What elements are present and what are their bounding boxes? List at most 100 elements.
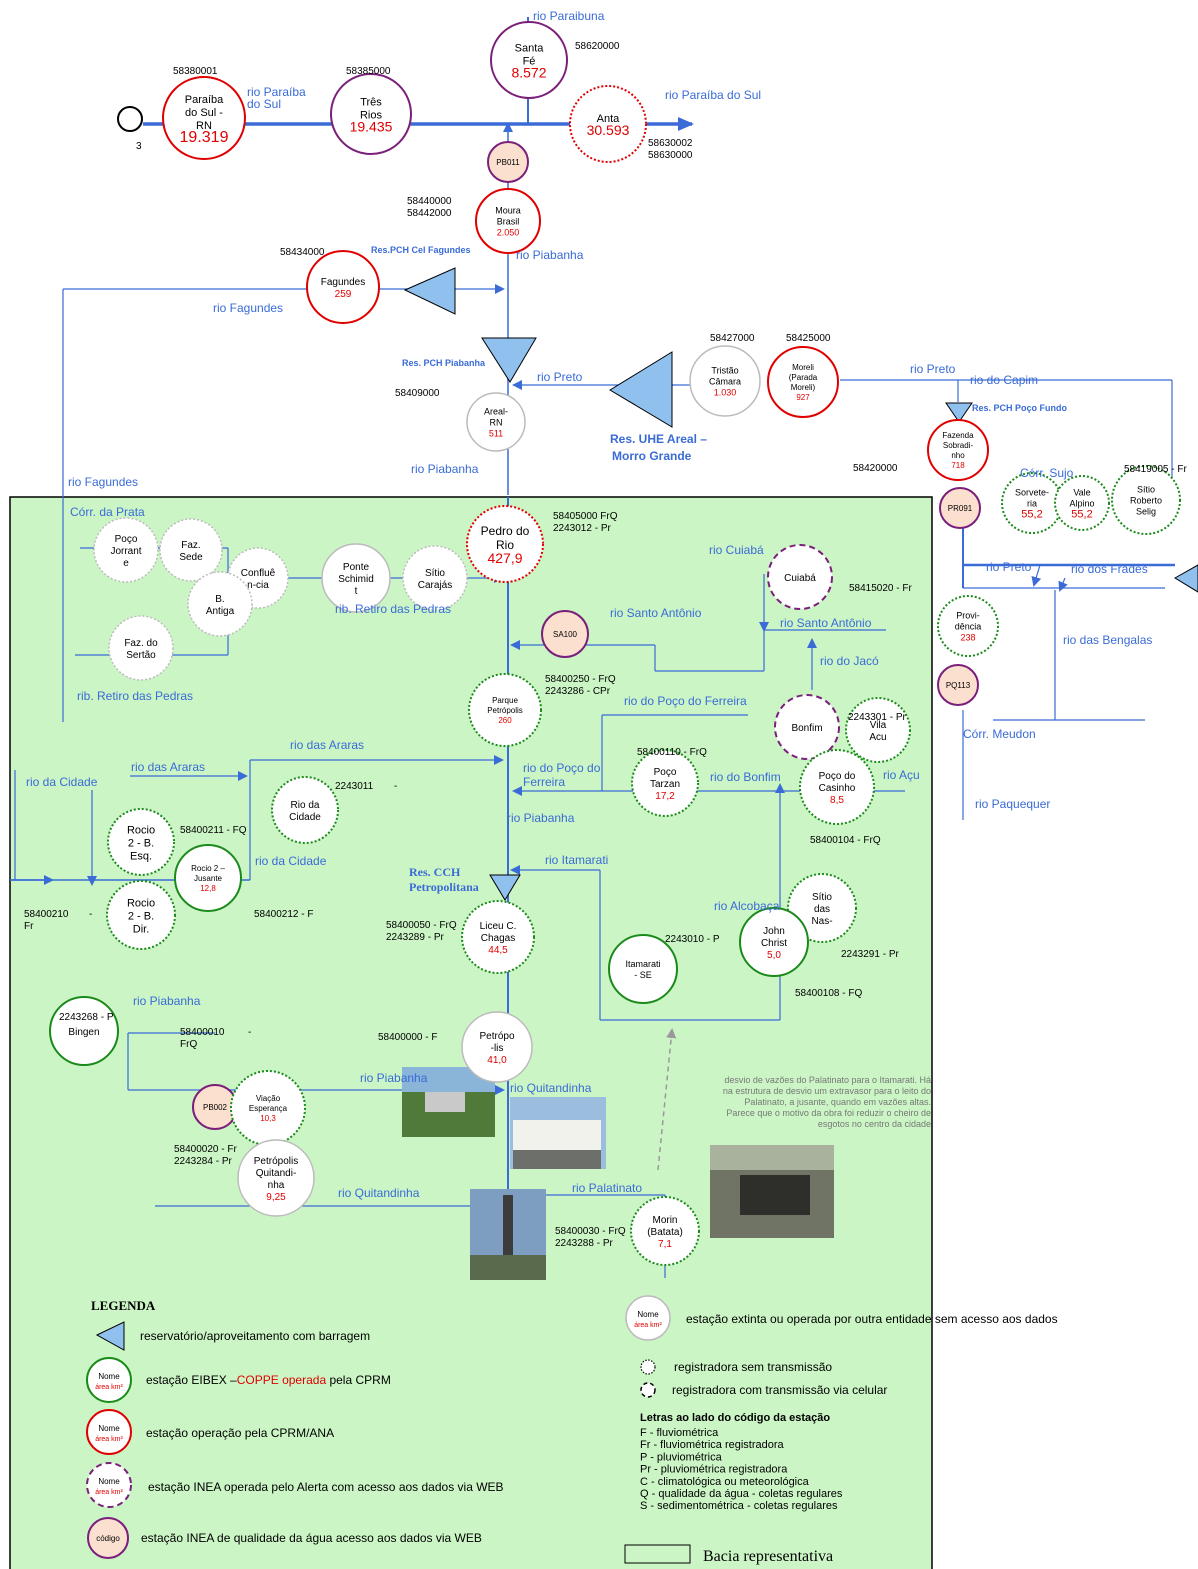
station-circle[interactable] <box>845 697 911 763</box>
station-circle[interactable] <box>1111 465 1181 535</box>
station-circle[interactable] <box>774 694 840 760</box>
station-circle[interactable] <box>402 545 468 611</box>
station-circle[interactable] <box>608 934 678 1004</box>
station-pb011[interactable]: PB011 <box>487 141 529 183</box>
station-circle[interactable] <box>461 900 535 974</box>
station-pq113[interactable]: PQ113 <box>937 664 979 706</box>
river-label: rio Piabanha <box>411 462 479 476</box>
station-circle[interactable] <box>461 1011 533 1083</box>
station-circle[interactable] <box>937 664 979 706</box>
station-code: Fr <box>24 921 34 932</box>
station-circle[interactable] <box>174 844 242 912</box>
station-circle[interactable] <box>468 673 542 747</box>
station-code: 2243301 - Pr <box>848 712 906 723</box>
station-bingen[interactable]: Bingen <box>49 996 119 1066</box>
station-circle[interactable] <box>799 749 875 825</box>
station-name: Tristão <box>711 366 738 376</box>
station-circle[interactable] <box>230 1070 306 1146</box>
station-circle[interactable] <box>93 517 159 583</box>
legend-basin-swatch <box>624 1544 691 1564</box>
station-circle[interactable] <box>49 996 119 1066</box>
station-name: 2 - B. <box>128 911 154 923</box>
station-circle[interactable] <box>108 615 174 681</box>
station-circle[interactable] <box>767 544 833 610</box>
station-circle[interactable] <box>330 73 412 155</box>
station-bantiga[interactable]: B.Antiga <box>187 571 253 637</box>
station-code: 2243289 - Pr <box>386 932 444 943</box>
station-circle[interactable] <box>541 610 589 658</box>
station-circle[interactable] <box>187 571 253 637</box>
station-circle[interactable] <box>937 595 999 657</box>
station-fazsede[interactable]: Faz.Sede <box>159 518 223 582</box>
station-circle[interactable] <box>689 345 761 417</box>
station-circle[interactable] <box>106 880 176 950</box>
station-cuiaba[interactable]: Cuiabá <box>767 544 833 610</box>
station-sa100[interactable]: SA100 <box>541 610 589 658</box>
station-area: 30.593 <box>587 122 630 138</box>
station-itamarati[interactable]: Itamarati- SE <box>608 934 678 1004</box>
legend-cprm: estação operação pela CPRM/ANA <box>146 1426 334 1440</box>
station-circle[interactable] <box>927 419 989 481</box>
station-circle[interactable] <box>569 85 647 163</box>
station-circle[interactable] <box>487 141 529 183</box>
station-circle[interactable] <box>490 21 568 99</box>
station-circle[interactable] <box>1054 475 1110 531</box>
station-circle[interactable] <box>939 487 981 529</box>
station-circle[interactable] <box>767 346 839 418</box>
station-circle[interactable] <box>107 808 175 876</box>
station-circle[interactable] <box>630 1196 700 1266</box>
station-circle[interactable] <box>237 1139 315 1217</box>
station-circle[interactable] <box>321 543 391 613</box>
station-circle[interactable] <box>162 76 246 160</box>
station-circle[interactable] <box>739 907 809 977</box>
station-code: 58415020 - Fr <box>849 583 912 594</box>
station-circle[interactable] <box>631 749 699 817</box>
station-circle[interactable] <box>787 873 857 943</box>
station-pr091[interactable]: PR091 <box>939 487 981 529</box>
station-circle[interactable] <box>466 505 544 583</box>
station-circle[interactable] <box>271 776 339 844</box>
reservoir-label: Res. CCH <box>409 865 461 879</box>
station-area: 19.319 <box>180 129 229 146</box>
station-bonfim[interactable]: Bonfim <box>774 694 840 760</box>
station-circle[interactable] <box>475 188 541 254</box>
station-circle[interactable] <box>306 250 380 324</box>
station-morin[interactable]: Morin(Batata)7,1 <box>630 1196 700 1266</box>
station-circle[interactable] <box>466 392 526 452</box>
station-circle[interactable] <box>159 518 223 582</box>
